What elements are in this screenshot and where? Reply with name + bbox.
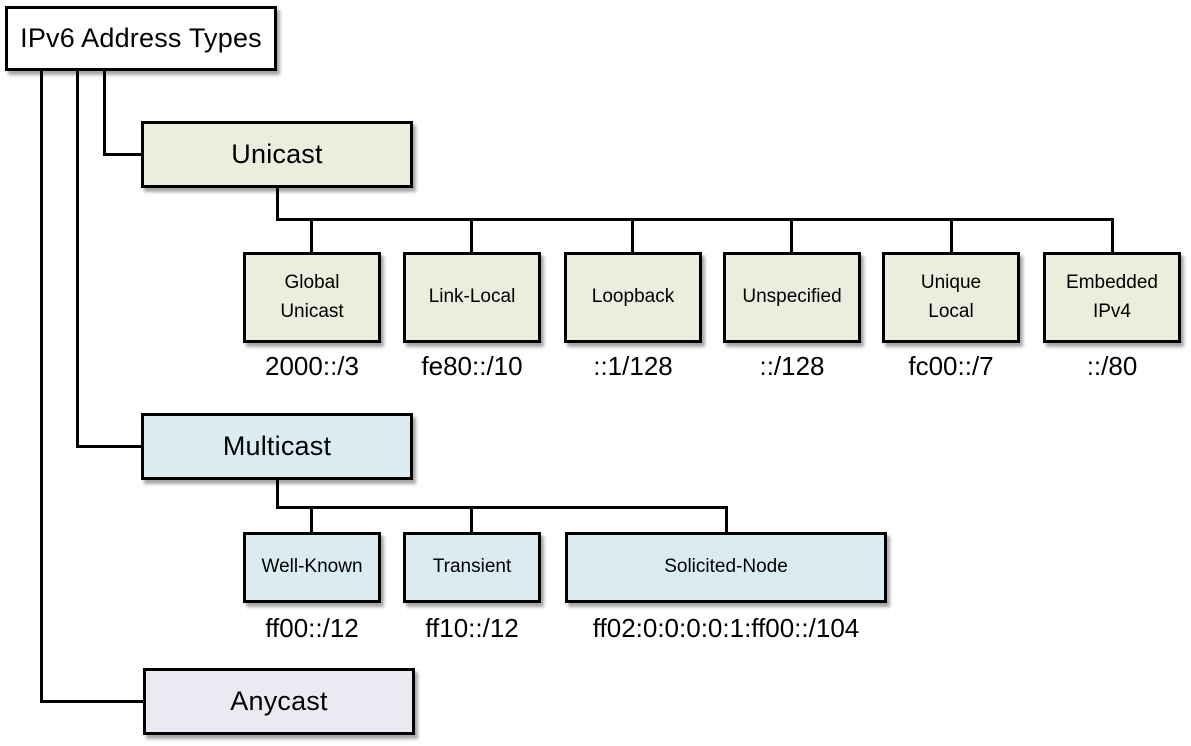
leaf-node-embedded-ipv4: Embedded IPv4 [1043, 252, 1181, 343]
address-label-unique-local: fc00::/7 [908, 351, 994, 381]
branch-node-anycast: Anycast [143, 668, 415, 735]
leaf-node-unique-local: Unique Local [882, 252, 1020, 343]
connector-root-to-anycast-horizontal [40, 700, 144, 703]
leaf-node-loopback: Loopback [564, 252, 702, 343]
connector-unicast-stem [276, 188, 279, 221]
address-label-unspecified: ::/128 [759, 351, 825, 381]
connector-root-to-multicast-vertical [76, 71, 79, 448]
branch-node-label: Unicast [231, 139, 323, 169]
leaf-node-label: Solicited-Node [664, 556, 788, 578]
connector-drop-transient [470, 506, 473, 532]
leaf-node-label: Transient [432, 556, 512, 578]
connector-root-to-unicast-horizontal [103, 153, 142, 156]
address-label-loopback: ::1/128 [593, 351, 673, 381]
connector-drop-link-local [470, 218, 473, 252]
address-label-well-known: ff00::/12 [265, 613, 359, 643]
leaf-node-label: Unspecified [742, 286, 842, 308]
connector-root-to-unicast-vertical [103, 71, 106, 156]
connector-root-to-anycast-vertical [40, 71, 43, 703]
connector-drop-well-known [310, 506, 313, 532]
connector-drop-solicited-node [725, 506, 728, 532]
connector-drop-unique-local [950, 218, 953, 252]
root-node-label: IPv6 Address Types [20, 23, 262, 53]
leaf-node-transient: Transient [403, 532, 541, 603]
leaf-node-link-local: Link-Local [403, 252, 541, 343]
address-label-global-unicast: 2000::/3 [265, 351, 359, 381]
leaf-node-label: Embedded IPv4 [1066, 272, 1158, 322]
root-node-ipv6-address-types: IPv6 Address Types [5, 6, 277, 71]
leaf-node-label: Unique Local [920, 272, 982, 322]
connector-unicast-bus [276, 218, 1114, 221]
connector-multicast-stem [276, 480, 279, 509]
leaf-node-label: Global Unicast [280, 272, 344, 322]
connector-drop-global-unicast [310, 218, 313, 252]
leaf-node-global-unicast: Global Unicast [243, 252, 381, 343]
branch-node-label: Anycast [230, 686, 328, 716]
connector-drop-unspecified [790, 218, 793, 252]
branch-node-multicast: Multicast [141, 413, 413, 480]
leaf-node-label: Link-Local [428, 286, 516, 308]
address-label-transient: ff10::/12 [425, 613, 519, 643]
leaf-node-solicited-node: Solicited-Node [565, 532, 887, 603]
branch-node-unicast: Unicast [141, 121, 413, 188]
connector-drop-loopback [631, 218, 634, 252]
connector-drop-embedded-ipv4 [1111, 218, 1114, 252]
address-label-embedded-ipv4: ::/80 [1086, 351, 1138, 381]
leaf-node-label: Well-Known [261, 556, 363, 578]
address-label-solicited-node: ff02:0:0:0:0:1:ff00::/104 [592, 613, 860, 643]
leaf-node-label: Loopback [591, 286, 675, 308]
branch-node-label: Multicast [222, 431, 332, 461]
connector-root-to-multicast-horizontal [76, 445, 142, 448]
leaf-node-well-known: Well-Known [243, 532, 381, 603]
connector-multicast-bus [276, 506, 728, 509]
address-label-link-local: fe80::/10 [421, 351, 523, 381]
leaf-node-unspecified: Unspecified [723, 252, 861, 343]
